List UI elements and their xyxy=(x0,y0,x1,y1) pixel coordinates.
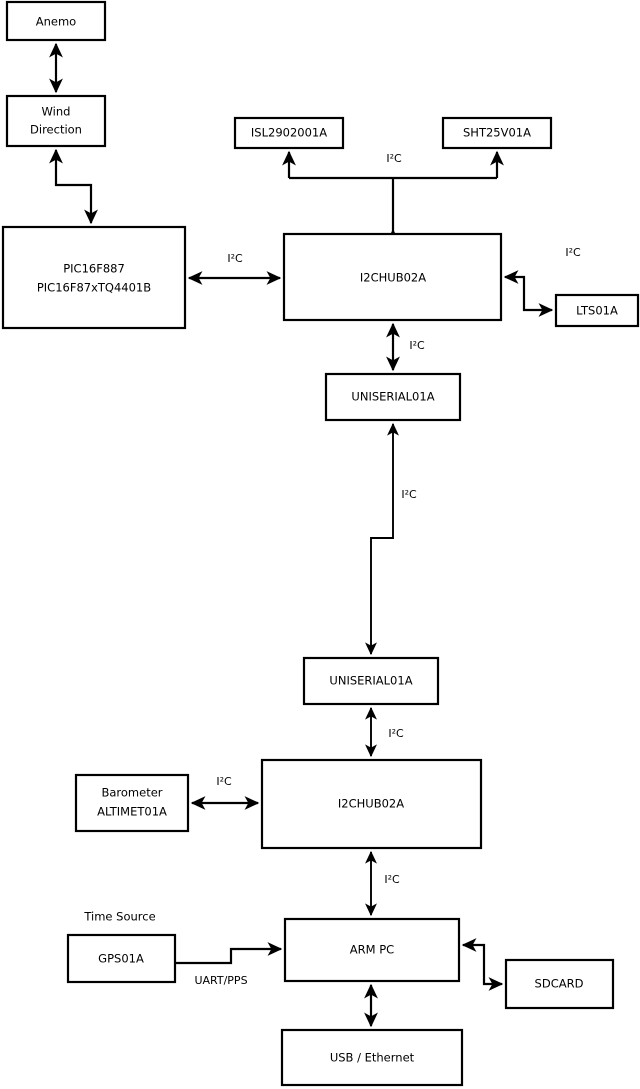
node-box-barometer[interactable] xyxy=(74,773,190,833)
node-label-i2chub02a-top: I2CHUB02A xyxy=(360,271,426,285)
node-sdcard[interactable]: SDCARD xyxy=(504,958,615,1010)
edge-label-hub-sensors: I²C xyxy=(386,152,402,165)
edge-uniserial-uniserial: I²C xyxy=(365,422,417,656)
node-box-i2chub02a-top[interactable] xyxy=(282,232,503,322)
node-barometer[interactable]: Barometer ALTIMET01A xyxy=(74,773,190,833)
edge-armpc-sdcard xyxy=(461,938,504,991)
node-box-pic-microcontroller[interactable] xyxy=(1,225,187,330)
edge-label-hub-lts: I²C xyxy=(565,246,581,259)
node-isl2902001a[interactable]: ISL2902001A xyxy=(233,116,345,150)
label-time-source: Time Source xyxy=(83,910,155,924)
node-label-uniserial01a-bottom: UNISERIAL01A xyxy=(329,674,412,688)
node-label-arm-pc: ARM PC xyxy=(350,943,394,957)
node-gps01a[interactable]: GPS01A xyxy=(66,933,177,984)
edge-uniserial-hub-bot: I²C xyxy=(365,706,404,758)
edge-hub-sensors: I²C xyxy=(282,150,504,244)
node-uniserial01a-bottom[interactable]: UNISERIAL01A xyxy=(302,656,440,706)
node-label-isl2902001a: ISL2902001A xyxy=(251,126,327,140)
node-anemo[interactable]: Anemo xyxy=(5,0,107,42)
node-usb-ethernet[interactable]: USB / Ethernet xyxy=(280,1028,464,1087)
node-box-i2chub02a-bottom[interactable] xyxy=(260,758,483,850)
node-label-gps01a: GPS01A xyxy=(98,952,144,966)
node-label-pic-line2: PIC16F87xTQ4401B xyxy=(37,281,151,295)
edge-line-wind-pic xyxy=(49,148,98,225)
node-label-barometer-line2: ALTIMET01A xyxy=(97,805,167,819)
node-box-arm-pc[interactable] xyxy=(283,917,461,983)
node-box-gps01a[interactable] xyxy=(66,933,177,984)
edge-label-hub-bot-armpc: I²C xyxy=(384,873,400,886)
node-box-sdcard[interactable] xyxy=(504,958,615,1010)
edge-line-hub-lts xyxy=(503,270,554,317)
node-lts01a[interactable]: LTS01A xyxy=(554,293,640,328)
node-label-wind-direction-line1: Wind xyxy=(42,105,71,119)
node-box-isl2902001a[interactable] xyxy=(233,116,345,150)
edge-hub-bot-armpc: I²C xyxy=(365,850,400,917)
node-label-anemo: Anemo xyxy=(36,15,76,29)
node-pic-microcontroller[interactable]: PIC16F887 PIC16F87xTQ4401B xyxy=(1,225,187,330)
edge-label-gps-armpc: UART/PPS xyxy=(194,974,247,987)
node-label-wind-direction-line2: Direction xyxy=(30,123,82,137)
edge-hub-lts: I²C xyxy=(503,246,581,317)
node-i2chub02a-top[interactable]: I2CHUB02A xyxy=(282,232,503,322)
node-label-sht25v01a: SHT25V01A xyxy=(463,126,531,140)
node-label-i2chub02a-bottom: I2CHUB02A xyxy=(338,797,404,811)
edge-barometer-hub-bot: I²C xyxy=(190,775,260,810)
node-wind-direction[interactable]: Wind Direction xyxy=(5,94,107,148)
node-label-lts01a: LTS01A xyxy=(576,304,618,318)
node-box-lts01a[interactable] xyxy=(554,293,640,328)
edge-label-pic-hub: I²C xyxy=(227,252,243,265)
node-box-wind-direction[interactable] xyxy=(5,94,107,148)
node-box-uniserial01a-top[interactable] xyxy=(324,372,462,422)
node-box-uniserial01a-bottom[interactable] xyxy=(302,656,440,706)
node-sht25v01a[interactable]: SHT25V01A xyxy=(441,116,553,150)
edge-line-armpc-sdcard xyxy=(461,938,504,991)
edge-label-uniserial-hub-bot: I²C xyxy=(388,727,404,740)
edge-label-barometer-hub-bot: I²C xyxy=(216,775,232,788)
edge-label-uniserial-uniserial: I²C xyxy=(401,488,417,501)
node-label-usb-ethernet: USB / Ethernet xyxy=(330,1051,415,1065)
node-label-uniserial01a-top: UNISERIAL01A xyxy=(351,390,434,404)
edge-gps-armpc: UART/PPS xyxy=(175,942,283,987)
edge-hub-uniserial-top: I²C xyxy=(386,322,425,372)
node-box-anemo[interactable] xyxy=(5,0,107,42)
node-box-usb-ethernet[interactable] xyxy=(280,1028,464,1087)
edge-line-uniserial-uniserial xyxy=(365,422,399,656)
node-label-barometer-line1: Barometer xyxy=(101,786,162,800)
edge-pic-hub: I²C xyxy=(187,252,282,285)
node-label-sdcard: SDCARD xyxy=(535,977,584,991)
node-uniserial01a-top[interactable]: UNISERIAL01A xyxy=(324,372,462,422)
edge-wind-pic xyxy=(49,148,98,225)
node-label-pic-line1: PIC16F887 xyxy=(63,262,125,276)
edge-line-gps-armpc xyxy=(175,942,283,965)
node-box-sht25v01a[interactable] xyxy=(441,116,553,150)
node-arm-pc[interactable]: ARM PC xyxy=(283,917,461,983)
edge-label-hub-uniserial-top: I²C xyxy=(409,339,425,352)
node-i2chub02a-bottom[interactable]: I2CHUB02A xyxy=(260,758,483,850)
